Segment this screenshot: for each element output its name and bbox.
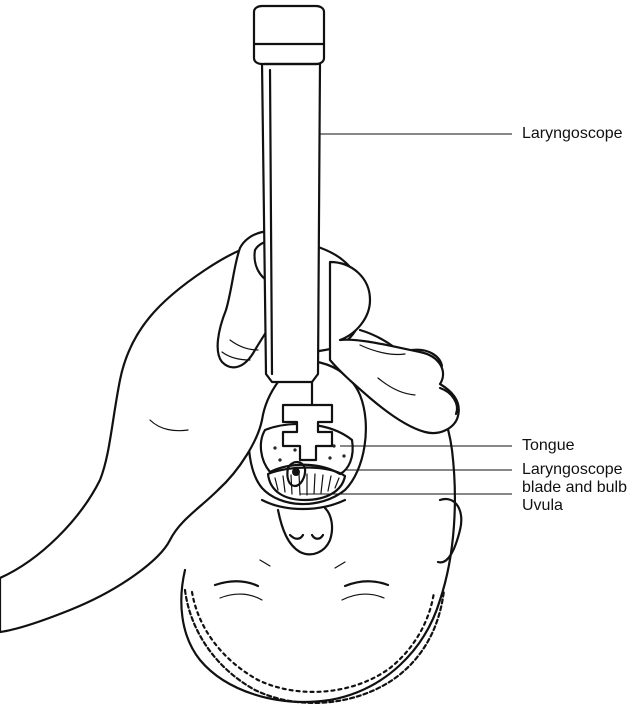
nose bbox=[276, 506, 334, 556]
beard-outline bbox=[183, 588, 446, 705]
face-features bbox=[213, 498, 390, 601]
lower-mouth bbox=[266, 466, 347, 502]
hand bbox=[0, 230, 460, 634]
label-uvula: Uvula bbox=[522, 497, 563, 514]
fingers bbox=[328, 260, 460, 435]
laryngoscope-blade bbox=[281, 378, 334, 462]
uvula bbox=[286, 460, 307, 488]
leader-lines bbox=[300, 133, 512, 495]
label-tongue: Tongue bbox=[522, 437, 575, 454]
handle-cap bbox=[252, 4, 326, 66]
label-laryngoscope: Laryngoscope bbox=[522, 125, 623, 142]
left-eye bbox=[213, 580, 260, 588]
laryngoscope-handle bbox=[252, 4, 326, 384]
ear bbox=[436, 497, 463, 564]
label-blade-line2: blade and bulb bbox=[522, 479, 627, 496]
label-blade-line1: Laryngoscope bbox=[522, 461, 623, 478]
right-eye bbox=[343, 580, 390, 588]
upper-lip bbox=[260, 498, 347, 511]
